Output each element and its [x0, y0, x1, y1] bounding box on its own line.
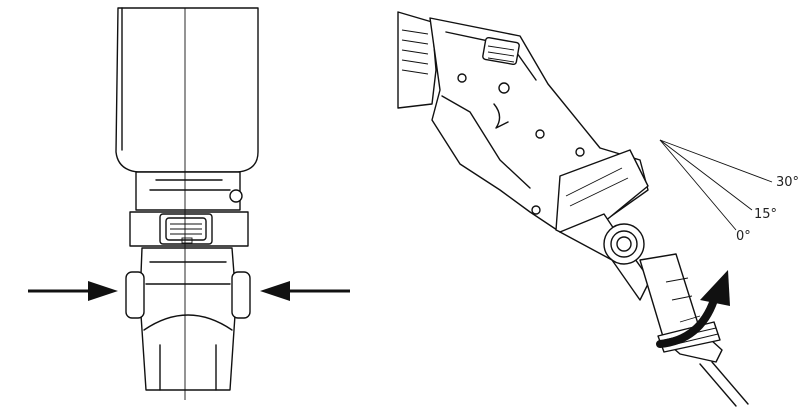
angle-line-0 [659, 139, 737, 231]
lower-shaft [125, 247, 251, 391]
right-release-button [231, 271, 251, 319]
angle-line-15 [659, 139, 753, 211]
arrow-right-icon [28, 281, 118, 301]
left-panel-tool-front-view [28, 7, 350, 400]
tool-collar [135, 171, 243, 211]
battery-pack [115, 7, 259, 173]
latch-housing [129, 211, 249, 247]
angle-line-30 [659, 139, 773, 183]
rotation-arrow-icon [656, 270, 730, 348]
battery-end [397, 11, 437, 109]
arrow-left-icon [260, 281, 350, 301]
angle-label-15: 15° [754, 207, 777, 222]
angle-label-30: 30° [776, 175, 799, 190]
left-release-button [125, 271, 145, 319]
angle-label-0: 0° [736, 229, 751, 244]
right-panel-tool-tilted-view: 30° 15° 0° [397, 11, 799, 407]
pivot-head [555, 149, 657, 301]
angle-indicator: 30° 15° 0° [659, 139, 799, 244]
